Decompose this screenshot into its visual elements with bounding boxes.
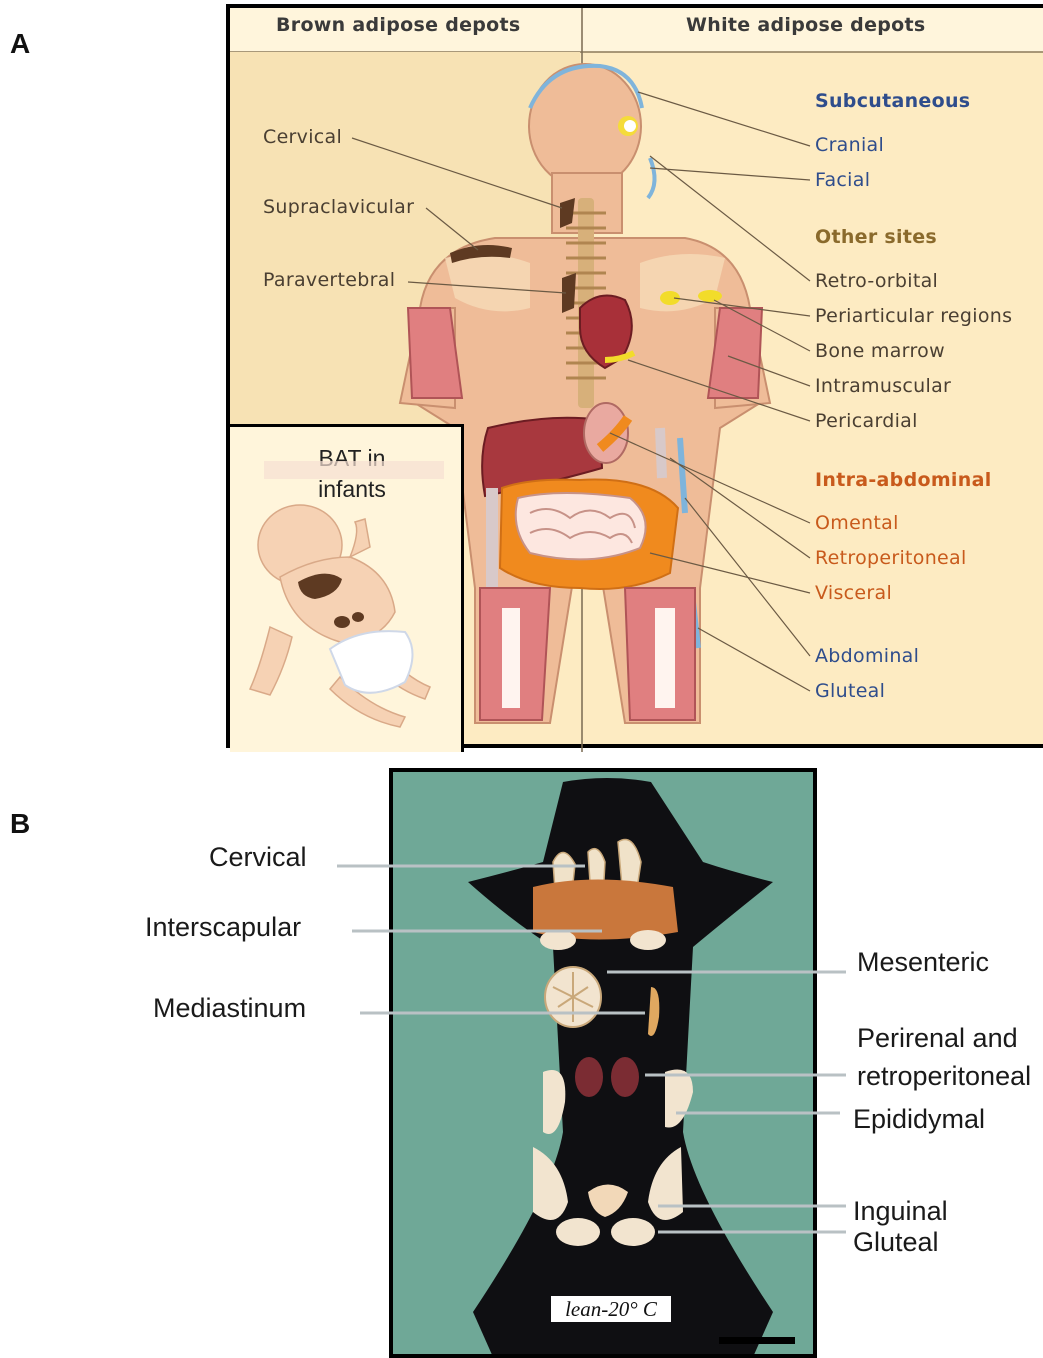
panel-b-mouse-dissection-photo: lean-20° C bbox=[389, 768, 817, 1358]
mouse-dissection-image bbox=[393, 772, 817, 1358]
panel-b-letter: B bbox=[10, 808, 30, 840]
brown-label-paravertebral: Paravertebral bbox=[263, 269, 395, 291]
label-omental: Omental bbox=[815, 512, 899, 534]
label-abdominal: Abdominal bbox=[815, 645, 919, 667]
panel-a-adipose-depots-diagram: Brown adipose depots White adipose depot… bbox=[226, 4, 1043, 748]
infant-bat-inset: BAT in infants bbox=[230, 424, 464, 752]
b-label-inguinal: Inguinal bbox=[853, 1196, 948, 1227]
b-label-mediastinum: Mediastinum bbox=[153, 993, 306, 1024]
label-gluteal-a: Gluteal bbox=[815, 680, 885, 702]
b-label-perirenal-line2: retroperitoneal bbox=[857, 1061, 1043, 1092]
label-retroperitoneal: Retroperitoneal bbox=[815, 547, 967, 569]
label-retro-orbital: Retro-orbital bbox=[815, 270, 938, 292]
panel-a-letter: A bbox=[10, 28, 30, 60]
label-cranial: Cranial bbox=[815, 134, 884, 156]
intra-abdominal-heading: Intra-abdominal bbox=[815, 469, 992, 491]
label-intramuscular: Intramuscular bbox=[815, 375, 951, 397]
label-visceral: Visceral bbox=[815, 582, 892, 604]
subcutaneous-heading: Subcutaneous bbox=[815, 90, 970, 112]
brown-adipose-header: Brown adipose depots bbox=[276, 14, 521, 36]
b-label-cervical: Cervical bbox=[209, 842, 307, 873]
b-label-perirenal-line1: Perirenal and bbox=[857, 1023, 1018, 1054]
b-label-epididymal: Epididymal bbox=[853, 1104, 985, 1135]
b-label-mesenteric: Mesenteric bbox=[857, 947, 989, 978]
label-periarticular: Periarticular regions bbox=[815, 305, 1012, 327]
b-label-interscapular: Interscapular bbox=[145, 912, 301, 943]
infant-illustration bbox=[230, 427, 464, 755]
brown-label-cervical: Cervical bbox=[263, 126, 342, 148]
b-label-gluteal: Gluteal bbox=[853, 1227, 939, 1258]
brown-label-supraclavicular: Supraclavicular bbox=[263, 196, 414, 218]
label-pericardial: Pericardial bbox=[815, 410, 918, 432]
white-adipose-header: White adipose depots bbox=[686, 14, 926, 36]
label-bone-marrow: Bone marrow bbox=[815, 340, 945, 362]
photo-caption: lean-20° C bbox=[551, 1297, 671, 1322]
other-sites-heading: Other sites bbox=[815, 226, 937, 248]
label-facial: Facial bbox=[815, 169, 870, 191]
